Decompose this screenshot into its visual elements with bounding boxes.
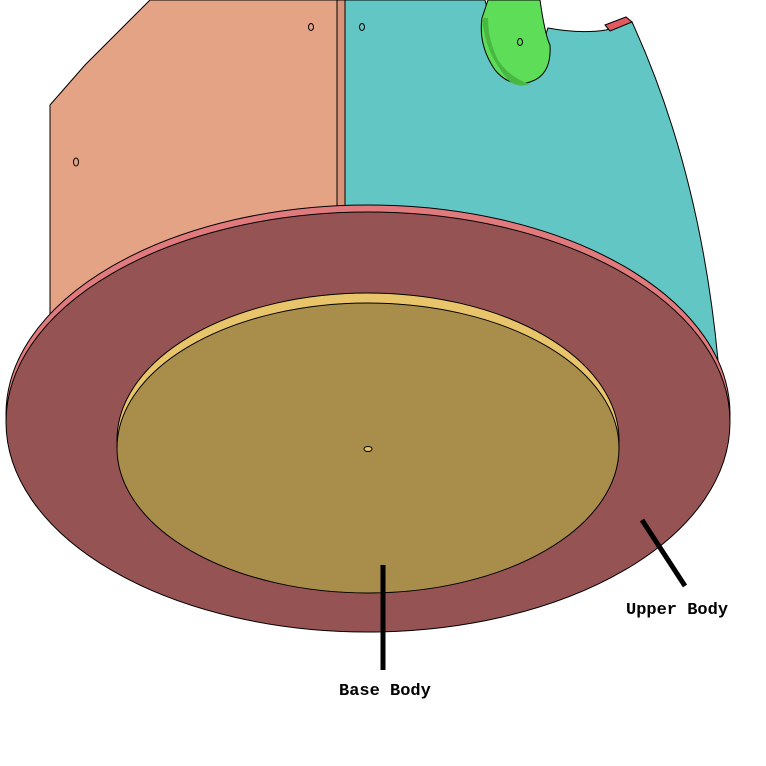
red-tab (604, 16, 633, 32)
green-arm-shadow (482, 18, 530, 86)
hole (359, 23, 365, 31)
hole (73, 157, 79, 167)
base-body-label: Base Body (339, 682, 431, 701)
center-hole (363, 446, 373, 452)
hole (517, 38, 523, 46)
hole (308, 23, 314, 31)
upper-body-label: Upper Body (626, 601, 729, 620)
upper-body-leader-line (639, 518, 688, 588)
